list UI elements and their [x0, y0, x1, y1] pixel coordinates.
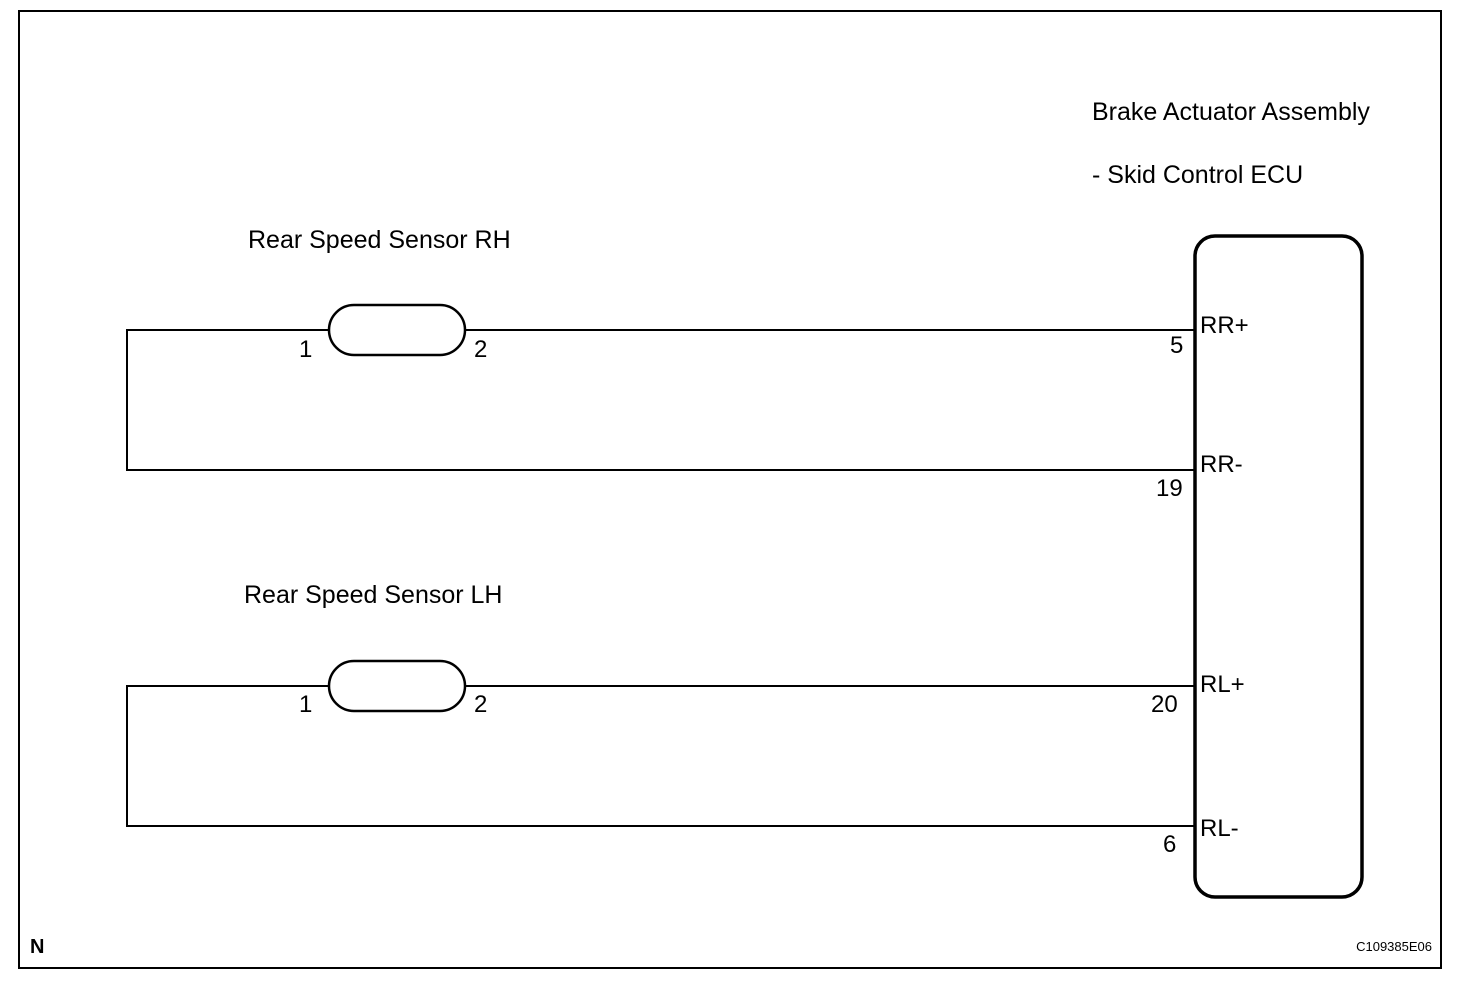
- ecu-title-line1: Brake Actuator Assembly: [1092, 98, 1370, 126]
- ecu-box: [1193, 234, 1364, 899]
- diagram-frame: [18, 10, 1442, 969]
- ecu-pin-rl-minus: 6: [1163, 831, 1176, 858]
- figure-code: C109385E06: [1356, 939, 1432, 954]
- sensor-lh-label: Rear Speed Sensor LH: [244, 581, 502, 609]
- ecu-signal-rl-minus: RL-: [1200, 815, 1239, 842]
- sensor-rh-pin-1: 1: [299, 336, 312, 363]
- ecu-pin-rr-plus: 5: [1170, 332, 1183, 359]
- sensor-lh-pin-1: 1: [299, 691, 312, 718]
- ecu-signal-rr-minus: RR-: [1200, 451, 1243, 478]
- corner-mark: N: [30, 936, 44, 958]
- ecu-signal-rl-plus: RL+: [1200, 671, 1245, 698]
- ecu-signal-rr-plus: RR+: [1200, 312, 1249, 339]
- ecu-pin-rr-minus: 19: [1156, 475, 1183, 502]
- ecu-pin-rl-plus: 20: [1151, 691, 1178, 718]
- sensor-lh-pin-2: 2: [474, 691, 487, 718]
- sensor-rh-symbol: [327, 303, 467, 357]
- sensor-rh-pin-2: 2: [474, 336, 487, 363]
- sensor-rh-label: Rear Speed Sensor RH: [248, 226, 511, 254]
- sensor-lh-symbol: [327, 659, 467, 713]
- wire-rr-minus: [126, 329, 1195, 471]
- wire-rl-minus: [126, 685, 1195, 827]
- ecu-title-line2: - Skid Control ECU: [1092, 161, 1303, 189]
